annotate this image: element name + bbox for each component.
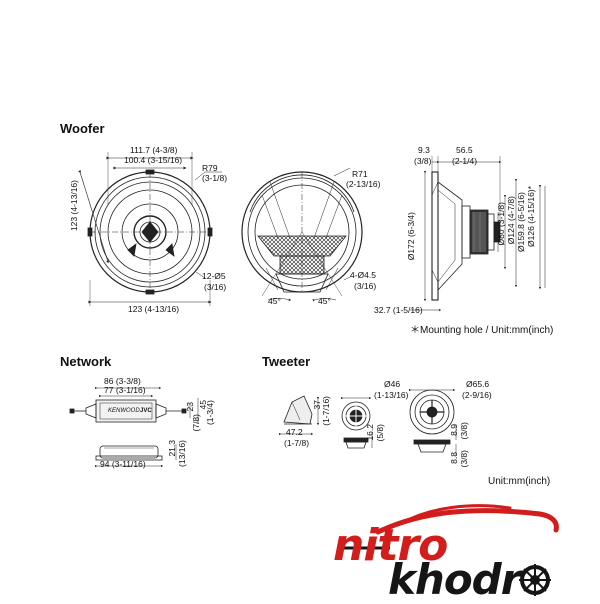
tweeter-d46: Ø46 [384,379,401,389]
woofer-side-d172: Ø172 (6-3/4) [406,212,416,261]
woofer-back-angle-left: 45° [268,296,281,306]
network-label: KENWOOD [108,408,140,414]
tweeter-drawing [278,388,457,456]
logo-khodr-text: khodr [388,555,521,604]
woofer-title: Woofer [60,121,105,136]
tweeter-side-height-inch: (1-7/16) [321,396,331,426]
tweeter-d65: Ø65.6 [466,379,490,389]
woofer-front-view [78,152,222,306]
network-width-base: 94 (3-11/16) [100,459,146,469]
tweeter-h16-inch: (5/8) [375,424,385,442]
tweeter-h8a-inch: (3/8) [459,422,469,440]
woofer-back-radius-inch: (2-13/16) [346,179,381,189]
network-height-3-inch: (13/16) [177,440,187,467]
woofer-back-holes: 4-Ø4.5 [350,270,376,280]
tweeter-h16: 16.2 [365,424,375,441]
tweeter-h8a: 8.9 [449,424,459,436]
network-drawing [69,386,199,468]
woofer-front-holes: 12-Ø5 [202,271,226,281]
woofer-side-depth: 56.5 [456,145,473,155]
network-height-1-inch: (7/8) [191,414,201,432]
woofer-side-depth-total: 32.7 (1-5/16) [374,305,423,315]
woofer-back-holes-inch: (3/16) [354,281,377,291]
woofer-back-radius: R71 [352,169,368,179]
woofer-side-d126: Ø126 (4-15/16)* [526,186,536,247]
woofer-front-radius: R79 [202,163,218,173]
woofer-side-flange-inch: (3/8) [414,156,432,166]
tweeter-h8b: 8.8 [449,452,459,464]
network-brand: JVC [140,408,152,414]
woofer-front-width-outer: 111.7 (4-3/8) [130,145,178,155]
woofer-side-d124: Ø124 (4-7/8) [506,196,516,245]
woofer-side-d159: Ø159.8 (6-5/16) [516,192,526,253]
woofer-front-width: 123 (4-13/16) [128,304,180,314]
tweeter-side-width-inch: (1-7/8) [284,438,310,448]
network-height-1: 23 [185,402,195,412]
woofer-front-diagonal: 123 (4-13/16) [69,180,79,232]
woofer-back-angle-right: 45° [318,296,331,306]
woofer-front-holes-inch: (3/16) [204,282,227,292]
logo-nitro-text: nitro [333,520,448,571]
woofer-side-depth-inch: (2-1/4) [452,156,478,166]
woofer-side-view [410,156,546,312]
woofer-back-view [241,167,363,302]
woofer-front-width-inner: 100.4 (3-15/16) [124,155,183,165]
tweeter-d65-inch: (2-9/16) [462,390,492,400]
woofer-unit-note: ＊Mounting hole / Unit:mm(inch) [410,325,554,336]
logo-car-graphic [340,504,559,596]
tweeter-side-width: 47.2 [286,427,303,437]
network-width-outer: 86 (3-3/8) [104,376,141,386]
tweeter-title: Tweeter [262,354,311,369]
tweeter-h8b-inch: (3/8) [459,450,469,468]
network-height-2-inch: (1-3/4) [205,400,215,426]
woofer-side-flange: 9.3 [418,145,430,155]
network-title: Network [60,354,112,369]
network-height-3: 21.3 [167,440,177,457]
network-width-inner: 77 (3-1/16) [104,385,146,395]
woofer-side-d80: Ø80 (3-1/8) [496,202,506,246]
tweeter-d46-inch: (1-13/16) [374,390,409,400]
tweeter-unit-note: Unit:mm(inch) [488,476,551,487]
woofer-front-radius-inch: (3-1/8) [202,173,228,183]
